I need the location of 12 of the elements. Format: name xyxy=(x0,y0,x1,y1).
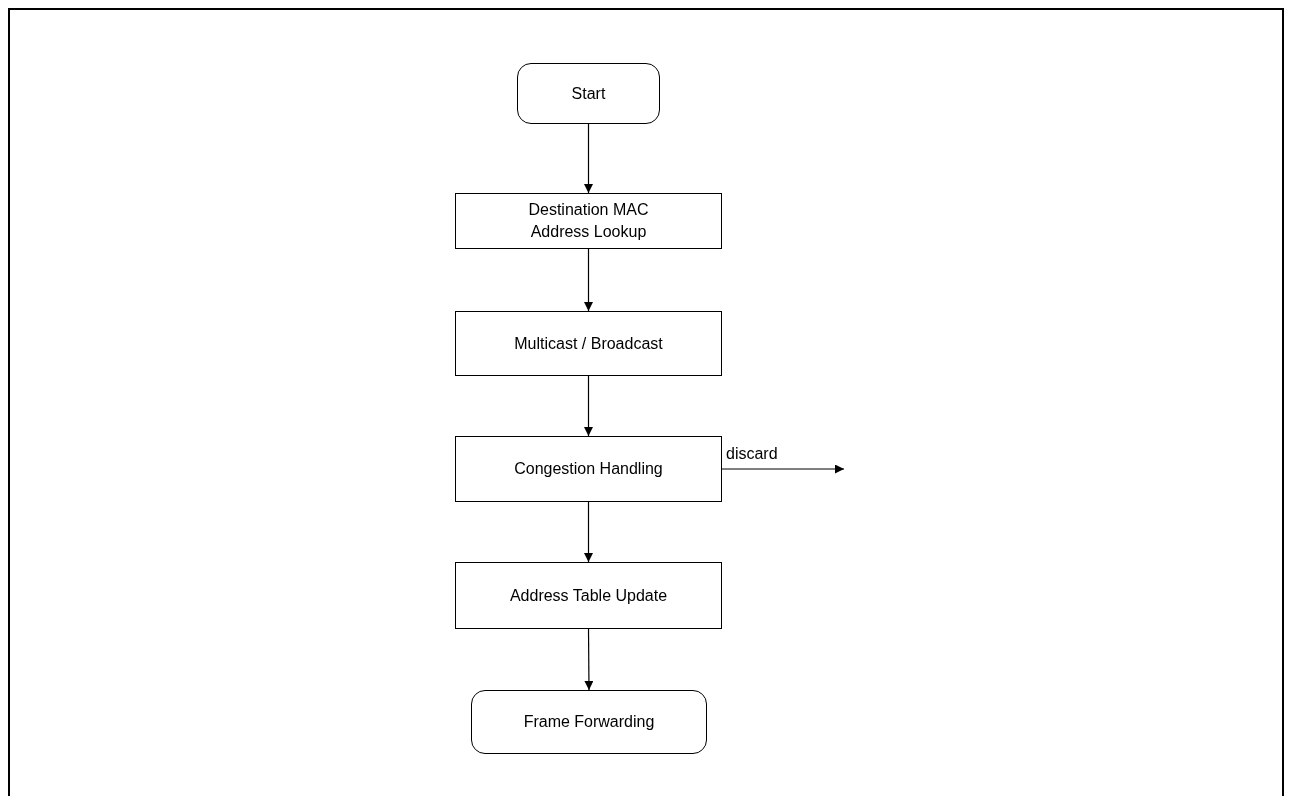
arrow xyxy=(721,464,845,474)
arrow xyxy=(584,375,593,437)
terminal-box: Frame Forwarding xyxy=(471,690,707,754)
arrow xyxy=(584,628,594,691)
process-box: Congestion Handling xyxy=(455,436,722,502)
process-box: Multicast / Broadcast xyxy=(455,311,722,376)
process-box: Address Table Update xyxy=(455,562,722,629)
process-box: Destination MAC Address Lookup xyxy=(455,193,722,249)
terminal-box: Start xyxy=(517,63,660,124)
arrow xyxy=(584,248,593,312)
arrow xyxy=(584,501,593,563)
arrow xyxy=(584,123,593,194)
